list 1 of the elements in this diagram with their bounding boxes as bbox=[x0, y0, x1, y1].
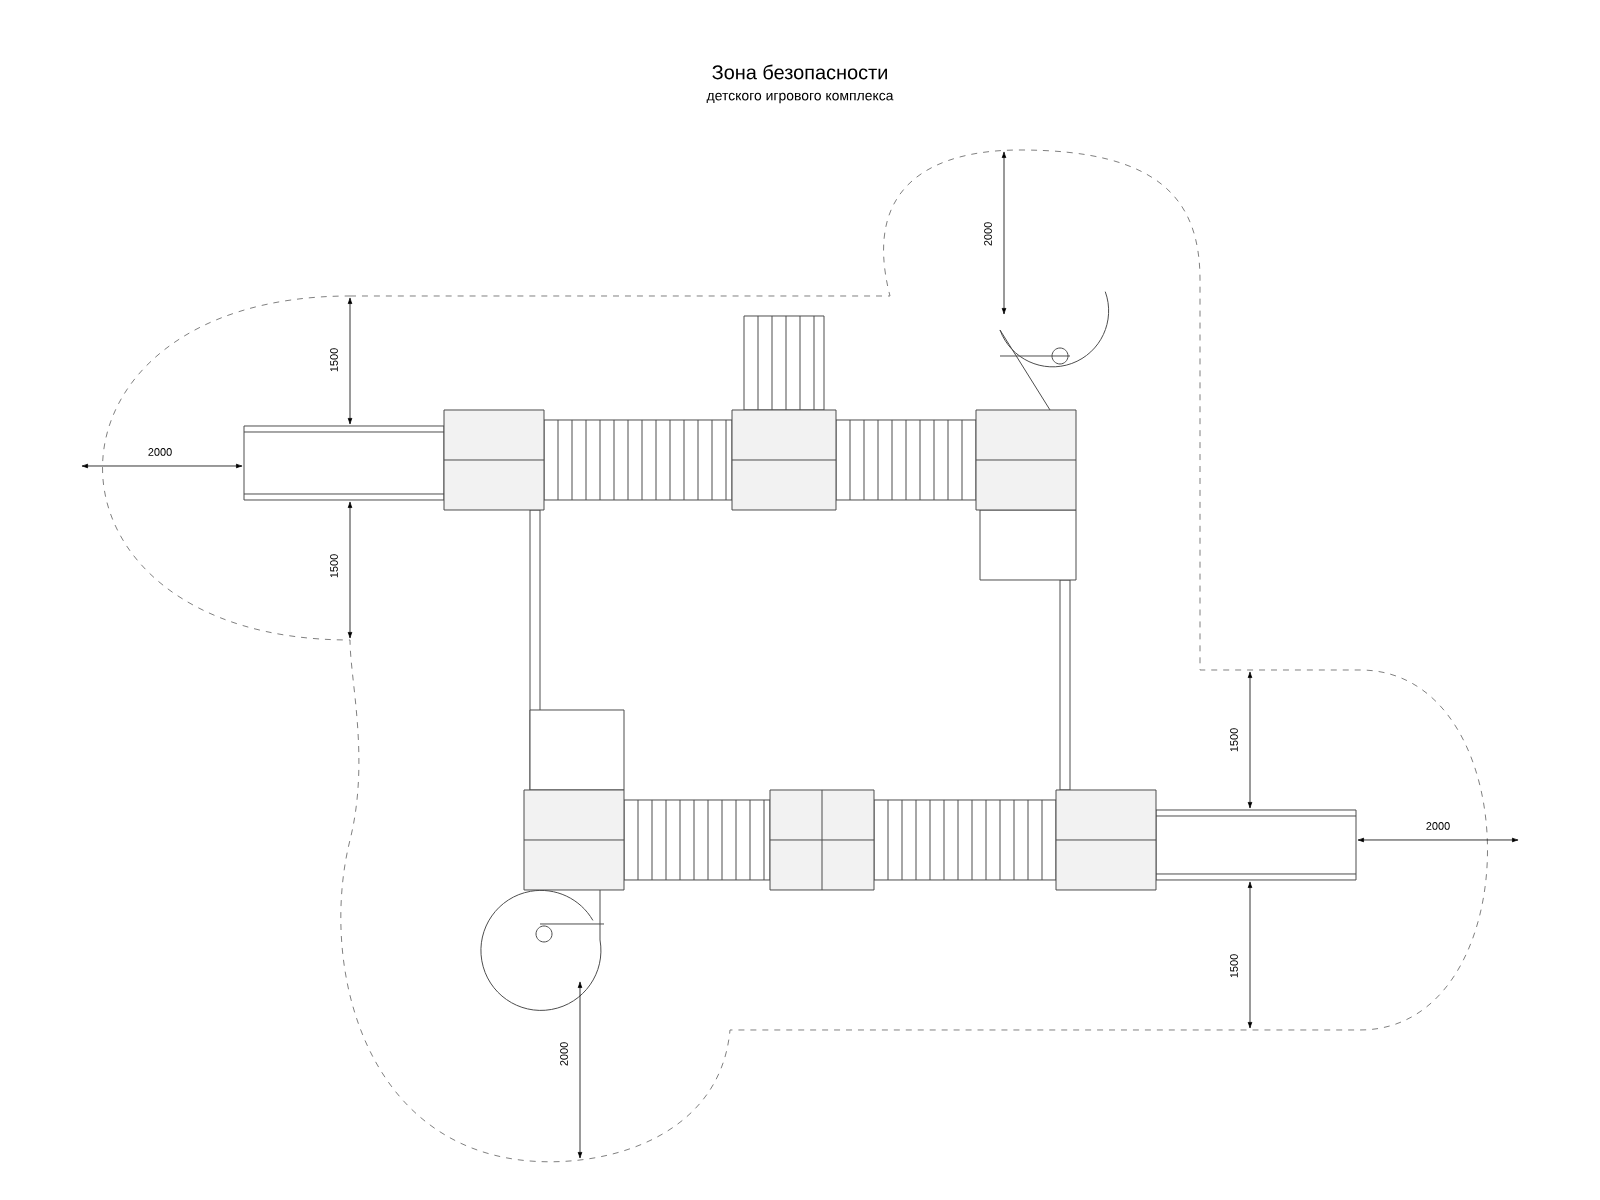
title: Зона безопасности bbox=[712, 64, 887, 80]
